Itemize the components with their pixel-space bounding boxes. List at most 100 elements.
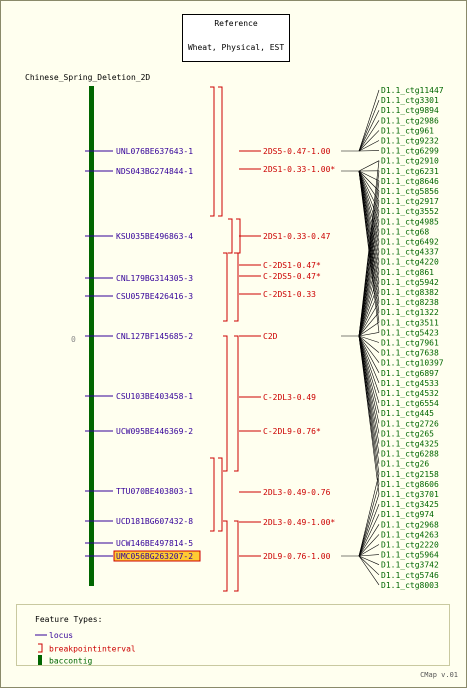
contig-label[interactable]: D1.1_ctg10397: [381, 359, 444, 368]
correspondence-line: [358, 140, 380, 152]
contig-label[interactable]: D1.1_ctg3511: [381, 318, 439, 327]
contig-label[interactable]: D1.1_ctg6299: [381, 147, 439, 156]
correspondence-line: [358, 251, 380, 337]
interval-bracket[interactable]: [218, 86, 223, 217]
contig-label[interactable]: D1.1_ctg961: [381, 126, 434, 135]
locus-label[interactable]: NDS043BG274844-1: [116, 167, 193, 176]
contig-label[interactable]: D1.1_ctg6897: [381, 369, 439, 378]
locus-label[interactable]: UCD181BG607432-8: [116, 517, 193, 526]
contig-label[interactable]: D1.1_ctg8382: [381, 288, 439, 297]
interval-label[interactable]: 2DS1-0.33-0.47: [263, 232, 331, 241]
contig-label[interactable]: D1.1_ctg4263: [381, 530, 439, 539]
interval-bracket[interactable]: [234, 520, 239, 592]
locus-label[interactable]: CNL127BF145685-2: [116, 332, 193, 341]
locus-label[interactable]: TTU070BE403803-1: [116, 487, 193, 496]
contig-label[interactable]: D1.1_ctg9232: [381, 137, 439, 146]
contig-label[interactable]: D1.1_ctg5423: [381, 328, 439, 337]
contig-label[interactable]: D1.1_ctg4532: [381, 389, 439, 398]
interval-bracket[interactable]: [210, 86, 215, 217]
contig-label[interactable]: D1.1_ctg2986: [381, 116, 439, 125]
interval-label[interactable]: 2DL3-0.49-0.76: [263, 488, 331, 497]
correspondence-line: [358, 221, 380, 337]
interval-label[interactable]: C-2DS1-0.33: [263, 290, 316, 299]
contig-label[interactable]: D1.1_ctg2910: [381, 157, 439, 166]
contig-label[interactable]: D1.1_ctg5964: [381, 551, 439, 560]
contig-label[interactable]: D1.1_ctg3301: [381, 96, 439, 105]
contig-label[interactable]: D1.1_ctg11447: [381, 86, 444, 95]
contig-label[interactable]: D1.1_ctg265: [381, 429, 434, 438]
contig-label[interactable]: D1.1_ctg8238: [381, 298, 439, 307]
contig-label[interactable]: D1.1_ctg68: [381, 227, 429, 236]
contig-label[interactable]: D1.1_ctg2158: [381, 470, 439, 479]
contig-label[interactable]: D1.1_ctg6492: [381, 238, 439, 247]
interval-label[interactable]: 2DS1-0.33-1.00*: [263, 165, 335, 174]
interval-label[interactable]: C-2DL9-0.76*: [263, 427, 321, 436]
locus-label[interactable]: KSU035BE496863-4: [116, 232, 193, 241]
contig-label[interactable]: D1.1_ctg861: [381, 268, 434, 277]
interval-bracket[interactable]: [218, 457, 223, 532]
locus-label[interactable]: UNL076BE637643-1: [116, 147, 193, 156]
legend-title: Feature Types:: [35, 615, 103, 624]
locus-label[interactable]: UMC056BG263207-2: [116, 552, 193, 561]
correspondence-line: [358, 301, 380, 337]
contig-label[interactable]: D1.1_ctg9894: [381, 106, 439, 115]
contig-label[interactable]: D1.1_ctg4220: [381, 258, 439, 267]
correspondence-line: [358, 335, 380, 495]
contig-label[interactable]: D1.1_ctg7638: [381, 349, 439, 358]
contig-label[interactable]: D1.1_ctg4325: [381, 440, 439, 449]
correspondence-line: [358, 130, 380, 152]
reference-box[interactable]: Reference Wheat, Physical, EST: [182, 14, 290, 62]
contig-label[interactable]: D1.1_ctg2220: [381, 541, 439, 550]
contig-label[interactable]: D1.1_ctg3742: [381, 561, 439, 570]
contig-label[interactable]: D1.1_ctg5746: [381, 571, 439, 580]
interval-bracket[interactable]: [223, 520, 228, 592]
contig-label[interactable]: D1.1_ctg974: [381, 510, 434, 519]
correspondence-line: [358, 335, 380, 363]
contig-label[interactable]: D1.1_ctg8003: [381, 581, 439, 590]
correspondence-line: [358, 335, 380, 343]
interval-bracket[interactable]: [234, 252, 239, 322]
locus-label[interactable]: CSU103BE403458-1: [116, 392, 193, 401]
interval-label[interactable]: C-2DS5-0.47*: [263, 272, 321, 281]
interval-label[interactable]: 2DL9-0.76-1.00: [263, 552, 331, 561]
locus-label[interactable]: CSU057BE426416-3: [116, 292, 193, 301]
locus-label[interactable]: CNL179BG314305-3: [116, 274, 193, 283]
interval-bracket[interactable]: [234, 335, 239, 472]
interval-bracket[interactable]: [210, 457, 215, 532]
correspondence-line: [358, 335, 380, 394]
contig-label[interactable]: D1.1_ctg26: [381, 460, 429, 469]
contig-label[interactable]: D1.1_ctg445: [381, 409, 434, 418]
contig-label[interactable]: D1.1_ctg6231: [381, 167, 439, 176]
locus-label[interactable]: UCW095BE446369-2: [116, 427, 193, 436]
contig-label[interactable]: D1.1_ctg6288: [381, 450, 439, 459]
interval-label[interactable]: C2D: [263, 332, 278, 341]
interval-bracket[interactable]: [223, 252, 228, 322]
contig-label[interactable]: D1.1_ctg8646: [381, 177, 439, 186]
contig-label[interactable]: D1.1_ctg3552: [381, 207, 439, 216]
contig-label[interactable]: D1.1_ctg5942: [381, 278, 439, 287]
correspondence-line: [358, 281, 380, 337]
contig-label[interactable]: D1.1_ctg1322: [381, 308, 439, 317]
correspondence-line: [358, 120, 380, 152]
contig-label[interactable]: D1.1_ctg6554: [381, 399, 439, 408]
contig-label[interactable]: D1.1_ctg4533: [381, 379, 439, 388]
locus-label[interactable]: UCW146BE497814-5: [116, 539, 193, 548]
contig-label[interactable]: D1.1_ctg4337: [381, 248, 439, 257]
contig-label[interactable]: D1.1_ctg3701: [381, 490, 439, 499]
contig-label[interactable]: D1.1_ctg3425: [381, 500, 439, 509]
contig-label[interactable]: D1.1_ctg4985: [381, 217, 439, 226]
correspondence-line: [358, 170, 380, 242]
contig-label[interactable]: D1.1_ctg7961: [381, 339, 439, 348]
interval-bracket[interactable]: [223, 335, 228, 472]
interval-label[interactable]: C-2DS1-0.47*: [263, 261, 321, 270]
interval-label[interactable]: C-2DL3-0.49: [263, 393, 316, 402]
contig-label[interactable]: D1.1_ctg2726: [381, 419, 439, 428]
contig-label[interactable]: D1.1_ctg5856: [381, 187, 439, 196]
contig-label[interactable]: D1.1_ctg8606: [381, 480, 439, 489]
contig-label[interactable]: D1.1_ctg2968: [381, 520, 439, 529]
map-title[interactable]: Chinese_Spring_Deletion_2D: [25, 73, 151, 82]
interval-label[interactable]: 2DL3-0.49-1.00*: [263, 518, 335, 527]
contig-label[interactable]: D1.1_ctg2917: [381, 197, 439, 206]
interval-label[interactable]: 2DS5-0.47-1.00: [263, 147, 331, 156]
interval-bracket[interactable]: [228, 218, 233, 254]
